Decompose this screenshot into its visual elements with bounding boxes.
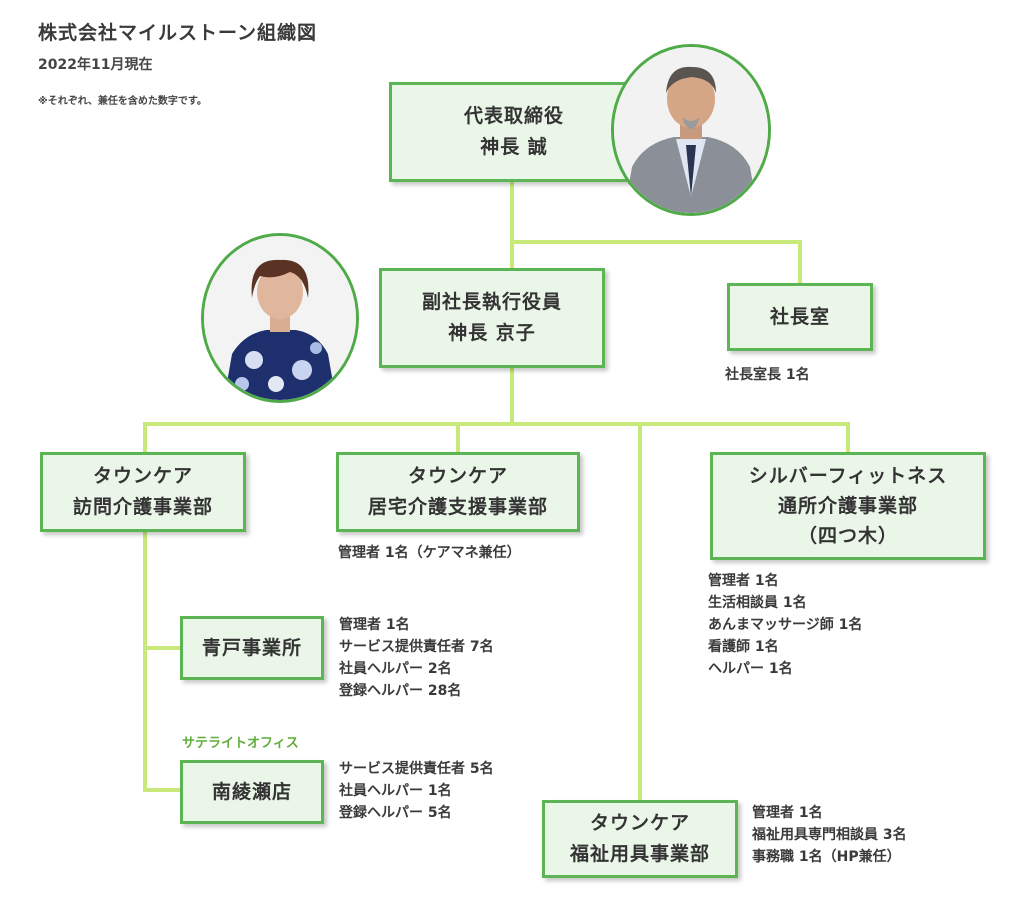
as-of-date: 2022年11月現在	[38, 57, 153, 73]
aoto-office-box: 青戸事業所	[180, 616, 324, 680]
staff-line: 社長室長 1名	[725, 367, 810, 383]
page-title: 株式会社マイルストーン組織図	[38, 22, 318, 44]
welfare-equipment-division-box: タウンケア 福祉用具事業部	[542, 800, 738, 878]
vp-name: 神長 京子	[448, 322, 536, 344]
fitness-division-box: シルバーフィットネス 通所介護事業部 （四つ木）	[710, 452, 986, 560]
home-care-division-box: タウンケア 居宅介護支援事業部	[336, 452, 580, 532]
fitness-brand: シルバーフィットネス	[748, 465, 948, 487]
staff-line: サービス提供責任者 5名	[339, 761, 494, 777]
ceo-name: 神長 誠	[480, 136, 548, 158]
vp-title: 副社長執行役員	[421, 291, 562, 313]
minami-ayase-title: 南綾瀬店	[211, 780, 292, 803]
staff-line: 管理者 1名（ケアマネ兼任）	[338, 545, 521, 561]
staff-line: 事務職 1名（HP兼任）	[752, 849, 901, 865]
home-care-staff: 管理者 1名（ケアマネ兼任）	[338, 542, 521, 564]
staff-line: 福祉用具専門相談員 3名	[752, 827, 907, 843]
staff-line: 管理者 1名	[708, 573, 779, 589]
minami-ayase-staff: サービス提供責任者 5名 社員ヘルパー 1名 登録ヘルパー 5名	[339, 758, 494, 824]
ceo-title: 代表取締役	[463, 105, 564, 127]
visit-care-division-box: タウンケア 訪問介護事業部	[40, 452, 246, 532]
welfare-equipment-staff: 管理者 1名 福祉用具専門相談員 3名 事務職 1名（HP兼任）	[752, 802, 907, 868]
president-office-box: 社長室	[727, 283, 873, 351]
staff-line: 管理者 1名	[339, 617, 410, 633]
minami-ayase-box: 南綾瀬店	[180, 760, 324, 824]
staff-line: 生活相談員 1名	[708, 595, 807, 611]
visit-care-brand: タウンケア	[92, 465, 193, 487]
staff-line: 管理者 1名	[752, 805, 823, 821]
vp-box: 副社長執行役員 神長 京子	[379, 268, 605, 368]
aoto-office-staff: 管理者 1名 サービス提供責任者 7名 社員ヘルパー 2名 登録ヘルパー 28名	[339, 614, 494, 702]
satellite-office-label: サテライトオフィス	[182, 736, 299, 751]
staff-line: サービス提供責任者 7名	[339, 639, 494, 655]
staff-line: ヘルパー 1名	[708, 661, 793, 677]
fitness-location: （四つ木）	[797, 525, 898, 547]
home-care-title: 居宅介護支援事業部	[367, 496, 548, 518]
portrait-woman-icon	[204, 236, 356, 400]
welfare-brand: タウンケア	[589, 812, 690, 834]
staff-line: 登録ヘルパー 5名	[339, 805, 452, 821]
aoto-office-title: 青戸事業所	[201, 636, 302, 659]
vp-photo	[201, 233, 359, 403]
home-care-brand: タウンケア	[407, 465, 508, 487]
portrait-man-icon	[614, 47, 768, 213]
staff-line: 登録ヘルパー 28名	[339, 683, 462, 699]
staff-line: あんまマッサージ師 1名	[708, 617, 863, 633]
visit-care-title: 訪問介護事業部	[72, 496, 213, 518]
president-office-staff: 社長室長 1名	[725, 364, 810, 386]
staff-line: 看護師 1名	[708, 639, 779, 655]
staff-line: 社員ヘルパー 1名	[339, 783, 452, 799]
president-office-title: 社長室	[769, 305, 830, 328]
footnote: ※それぞれ、兼任を含めた数字です。	[38, 96, 207, 107]
ceo-box: 代表取締役 神長 誠	[389, 82, 639, 182]
welfare-title: 福祉用具事業部	[569, 843, 710, 865]
ceo-photo	[611, 44, 771, 216]
staff-line: 社員ヘルパー 2名	[339, 661, 452, 677]
fitness-title: 通所介護事業部	[777, 495, 918, 517]
fitness-staff: 管理者 1名 生活相談員 1名 あんまマッサージ師 1名 看護師 1名 ヘルパー…	[708, 570, 862, 680]
